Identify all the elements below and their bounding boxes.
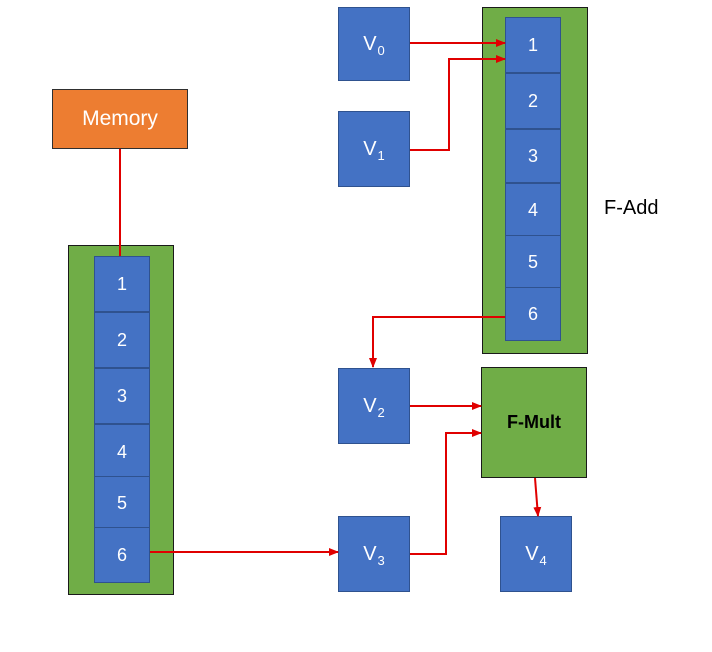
fadd-slot-6: 6 [505,287,561,341]
wire-fadd-to-v2 [369,316,505,368]
wire-v3-to-fmult [410,429,482,555]
fmult-unit: F-Mult [481,367,587,478]
fadd-slot-5: 5 [505,235,561,289]
fadd-slot-2: 2 [505,73,561,129]
register-v1-index: 1 [377,147,385,163]
load-slot-1-label: 1 [116,273,127,294]
load-slot-6: 6 [94,527,150,583]
fadd-slot-1-label: 1 [527,34,538,55]
load-slot-6-label: 6 [116,544,127,565]
fadd-slot-3-label: 3 [527,145,538,166]
register-v0-name: V [363,32,377,55]
load-slot-5-label: 5 [116,492,127,513]
load-slot-5: 5 [94,476,150,530]
load-slot-1: 1 [94,256,150,312]
fadd-slot-2-label: 2 [527,90,538,111]
load-slot-4: 4 [94,424,150,480]
fmult-label: F-Mult [507,412,561,432]
wire-v1-to-fadd [410,55,506,151]
fadd-slot-5-label: 5 [527,251,538,272]
wire-fmult-to-v4 [533,477,542,517]
register-v0-index: 0 [377,42,385,58]
register-v4-index: 4 [539,552,547,568]
fadd-slot-6-label: 6 [527,303,538,324]
register-v4-name: V [525,542,539,565]
load-slot-4-label: 4 [116,441,127,462]
load-slot-2: 2 [94,312,150,368]
load-slot-2-label: 2 [116,329,127,350]
register-v3-name: V [363,542,377,565]
fadd-slot-4: 4 [505,183,561,237]
memory-box: Memory [52,89,188,149]
register-v1-name: V [363,137,377,160]
register-v2-name: V [363,394,377,417]
register-v2-index: 2 [377,404,385,420]
fadd-slot-4-label: 4 [527,199,538,220]
register-v3-index: 3 [377,552,385,568]
load-slot-3-label: 3 [116,385,127,406]
fadd-slot-3: 3 [505,129,561,183]
load-slot-3: 3 [94,368,150,424]
memory-label: Memory [82,107,158,130]
fadd-label: F-Add [604,197,659,219]
